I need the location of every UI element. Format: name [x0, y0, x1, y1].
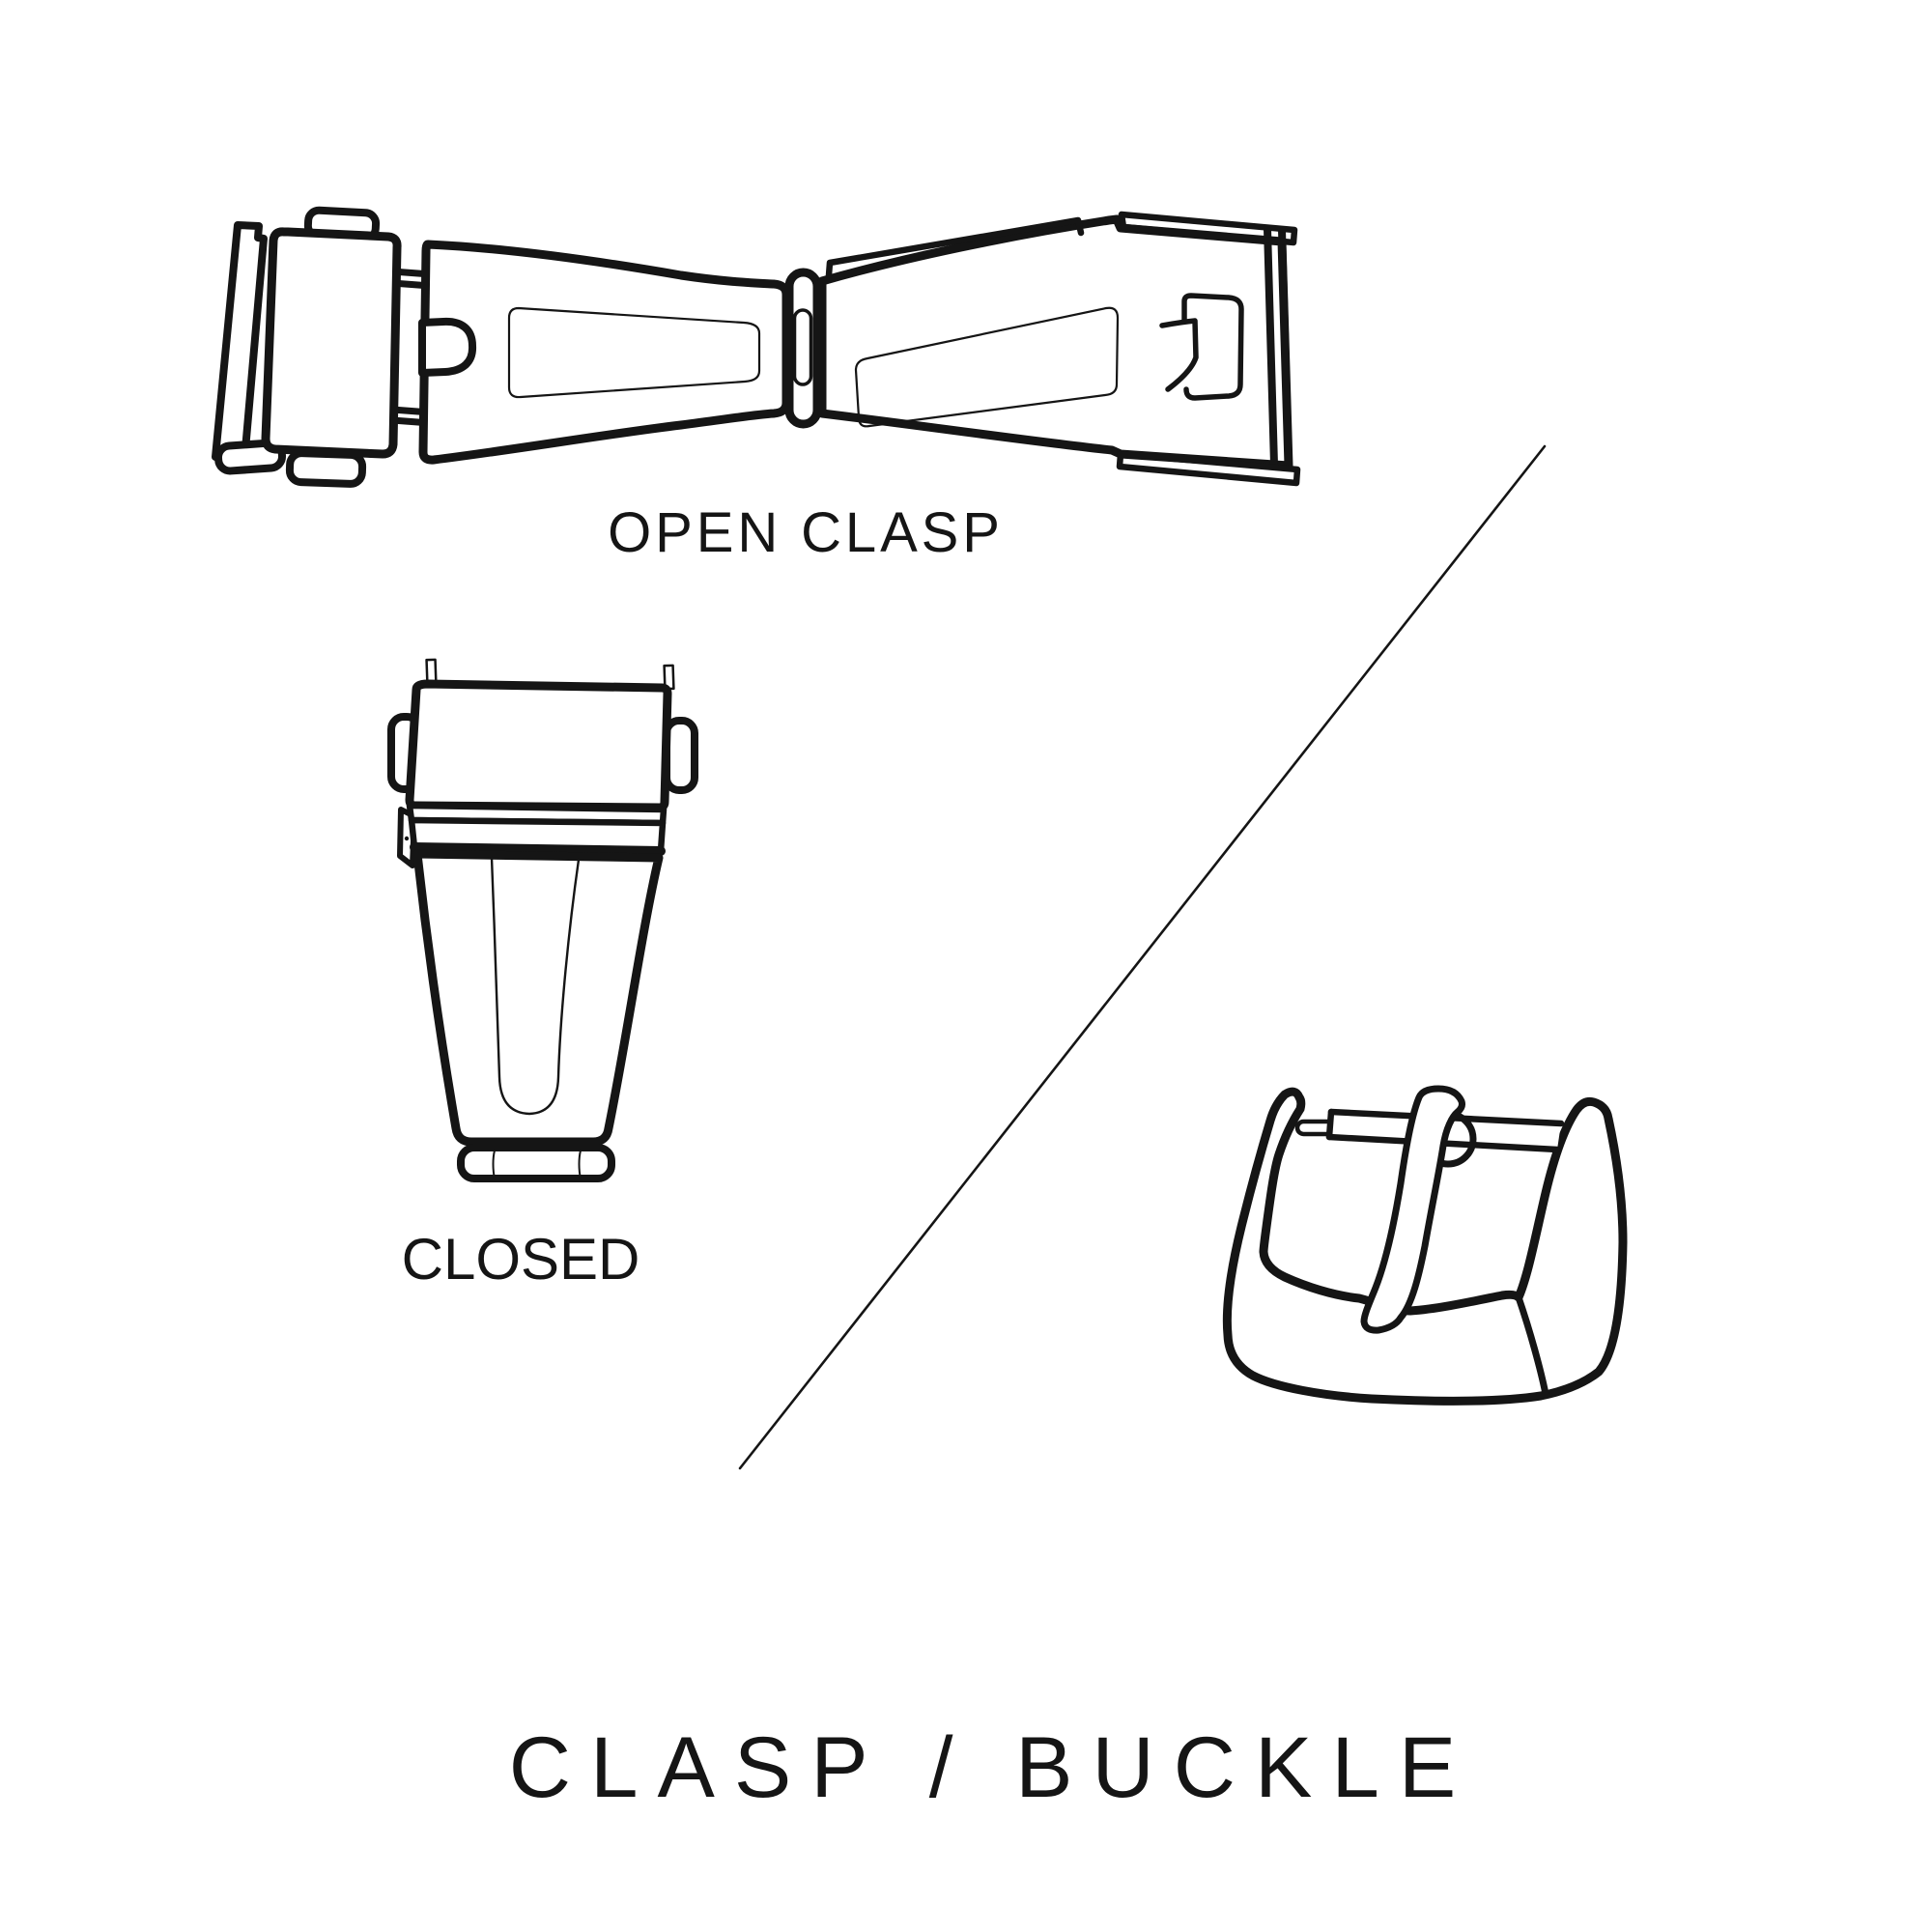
clasp-hinge-pin [792, 308, 813, 386]
clasp-end-plate-edge-right [1278, 226, 1293, 469]
closed-screw-dot [404, 836, 410, 841]
clasp-right-arm-window [854, 306, 1120, 428]
clasp-right-arm [817, 214, 1293, 470]
open-clasp-label: OPEN CLASP [608, 501, 1004, 564]
clasp-right-arm-bottom-flange [1116, 450, 1301, 487]
page-title: CLASP / BUCKLE [508, 1719, 1476, 1815]
closed-strap [412, 849, 664, 1147]
closed-clasp-icon [387, 658, 698, 1182]
closed-end-link [457, 1144, 615, 1182]
clasp-thumb-notch [418, 317, 477, 377]
open-clasp-icon [212, 206, 1301, 488]
clasp-latch-tab [1159, 318, 1199, 392]
buckle-pin-edge-left [1325, 1108, 1335, 1141]
buckle-band-edge [1515, 1293, 1549, 1398]
closed-clasp-label: CLOSED [401, 1227, 640, 1292]
clasp-cover-plate [261, 227, 402, 459]
buckle-tongue [1360, 1085, 1465, 1334]
closed-cover-plate [405, 679, 672, 812]
closed-hinge-band-edge [410, 842, 666, 856]
closed-strap-window [490, 856, 581, 1116]
pin-buckle-icon [1222, 1085, 1628, 1406]
clasp-right-arm-side-wall [825, 216, 1085, 279]
clasp-cover-tab-bottom [285, 449, 367, 488]
ink-layer [212, 206, 1628, 1470]
closed-end-link-segment-left [492, 1150, 496, 1179]
divider-line [738, 444, 1547, 1470]
clasp-left-arm-window [507, 306, 761, 399]
closed-end-link-segment-right [578, 1150, 582, 1179]
clasp-left-arm [418, 240, 791, 465]
clasp-latch-hook [1181, 293, 1244, 401]
clasp-hinge [784, 268, 822, 429]
clasp-end-plate-edge-left [1264, 225, 1278, 469]
clasp-right-arm-top-flange [1118, 211, 1298, 246]
clasp-end-link-bar [212, 221, 268, 465]
